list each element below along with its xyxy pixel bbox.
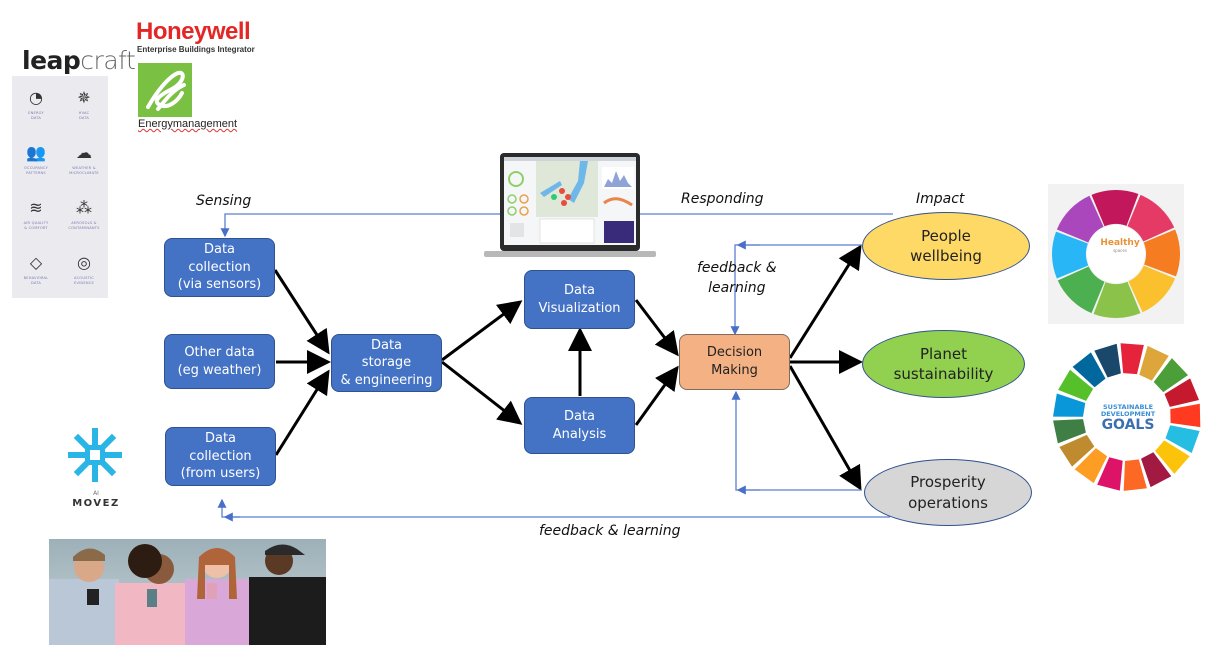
- dashboard-laptop-image: [484, 153, 656, 261]
- sdg-goal-tile: [1053, 419, 1086, 444]
- leapcraft-tile: ✵ HVAC DATA: [60, 76, 108, 130]
- fingerprint-icon: ◎: [77, 253, 91, 272]
- sdg-line2: DEVELOPMENT: [1100, 409, 1156, 418]
- feedback-prosperity-line: [731, 390, 862, 491]
- leapcraft-tile: ☁ WEATHER & MICROCLIMATE: [60, 131, 108, 185]
- particles-icon: ⁂: [76, 198, 92, 217]
- leapcraft-tile-label: BEHAVIORAL DATA: [23, 276, 49, 285]
- wellbeing-segment: [1057, 266, 1105, 314]
- movez-logo: AI MOVEZ: [56, 420, 136, 520]
- energymanagement-label: Energymanagement: [138, 118, 238, 130]
- leapcraft-tile: ≋ AIR QUALITY & COMFORT: [12, 186, 60, 240]
- node-data-analysis[interactable]: Data Analysis: [524, 397, 635, 454]
- sdg-goal-tile: [1123, 459, 1147, 491]
- wellbeing-segment: [1052, 231, 1089, 279]
- leapcraft-tile: 👥 OCCUPANCY PATTERNS: [12, 131, 60, 185]
- sdg-goal-tile: [1120, 343, 1144, 375]
- users-with-phones-photo: [49, 539, 326, 645]
- sdg-goal-tile: [1164, 378, 1200, 407]
- arrow-sensors-to-storage: [273, 269, 330, 355]
- arrow-visualization-to-decision: [634, 299, 679, 357]
- node-decision-making[interactable]: Decision Making: [679, 334, 790, 390]
- sdg-line3: GOALS: [1101, 416, 1155, 433]
- wellbeing-segment: [1056, 195, 1104, 243]
- script-e-icon: [146, 70, 186, 111]
- sdg-goal-tile: [1097, 457, 1123, 491]
- sdg-goal-tile: [1170, 403, 1201, 428]
- honeywell-logo: Honeywell: [136, 18, 251, 45]
- impact-label: Impact: [916, 191, 965, 207]
- energymanagement-logo: [138, 63, 192, 117]
- sdg-goal-tile: [1058, 369, 1094, 401]
- leapcraft-sensor-panel: ◔ ENERGY DATA ✵ HVAC DATA 👥 OCCUPANCY PATTERN…: [12, 76, 108, 298]
- sdg-goal-tile: [1053, 393, 1086, 417]
- healthy-logo-text: Healthy: [1100, 238, 1140, 248]
- movez-name: MOVEZ: [72, 498, 120, 509]
- cloud-icon: ☁: [76, 143, 92, 162]
- impact-planet-sustainability[interactable]: Planet sustainability: [862, 330, 1025, 398]
- honeywell-subtitle: Enterprise Buildings Integrator: [137, 45, 255, 54]
- feedback-top-line: [730, 244, 862, 336]
- movez-prefix: AI: [93, 490, 99, 497]
- wellbeing-segment: [1091, 190, 1139, 227]
- healthy-spaces-wheel: Healthy spaces: [1048, 184, 1184, 324]
- node-data-collection-users[interactable]: Data collection (from users): [165, 427, 276, 486]
- node-data-collection-sensors[interactable]: Data collection (via sensors): [164, 238, 275, 297]
- sdg-goal-tile: [1155, 440, 1190, 474]
- sdg-goal-tile: [1141, 452, 1172, 488]
- sdg-goal-tile: [1153, 358, 1189, 393]
- sensing-label: Sensing: [196, 193, 252, 209]
- leapcraft-tile-label: AIR QUALITY & COMFORT: [23, 221, 49, 230]
- gauge-icon: ◔: [29, 88, 43, 107]
- feedback-learning-top-label: feedback & learning: [697, 260, 777, 297]
- sdg-line1: SUSTAINABLE: [1102, 403, 1154, 411]
- leapcraft-tile: ⁂ AEROSOLS & CONTAMINANTS: [60, 186, 108, 240]
- healthy-logo-sub: spaces: [1113, 248, 1127, 253]
- wellbeing-segment: [1093, 281, 1141, 318]
- feedback-bottom-line: [217, 498, 890, 518]
- wind-icon: ≋: [29, 198, 43, 217]
- leapcraft-tile-label: HVAC DATA: [78, 111, 90, 120]
- leapcraft-tile: ◇ BEHAVIORAL DATA: [12, 241, 60, 295]
- arrow-storage-to-visualization: [441, 300, 523, 362]
- leapcraft-tile: ◎ ACOUSTIC EVIDENCE: [60, 241, 108, 295]
- node-data-visualization[interactable]: Data Visualization: [524, 270, 635, 329]
- arrow-users-to-storage: [274, 369, 330, 456]
- sdg-goal-tile: [1165, 425, 1200, 453]
- leapcraft-tile-label: WEATHER & MICROCLIMATE: [69, 166, 99, 175]
- leapcraft-logo: leapcraft: [22, 46, 136, 75]
- node-other-data[interactable]: Other data (eg weather): [164, 334, 275, 389]
- sdg-wheel: SUSTAINABLE DEVELOPMENT GOALS: [1050, 340, 1204, 495]
- leapcraft-tile: ◔ ENERGY DATA: [12, 76, 60, 130]
- responding-line: [220, 213, 893, 238]
- wellbeing-segment: [1128, 265, 1176, 313]
- impact-prosperity-operations[interactable]: Prosperity operations: [864, 459, 1032, 526]
- leapcraft-tile-label: ACOUSTIC EVIDENCE: [73, 276, 94, 285]
- wellbeing-segment: [1143, 229, 1180, 277]
- feedback-learning-bottom-label: feedback & learning: [539, 523, 681, 539]
- hvac-icon: ✵: [77, 88, 91, 107]
- diamond-icon: ◇: [29, 253, 43, 272]
- movez-snowflake-icon: [68, 428, 122, 482]
- people-icon: 👥: [26, 143, 46, 162]
- impact-people-wellbeing[interactable]: People wellbeing: [862, 212, 1030, 280]
- arrow-storage-to-analysis: [441, 360, 523, 425]
- wellbeing-segment: [1127, 194, 1175, 242]
- sdg-goal-tile: [1072, 352, 1106, 388]
- leapcraft-tile-label: AEROSOLS & CONTAMINANTS: [68, 221, 100, 230]
- arrow-decision-to-people: [788, 244, 862, 359]
- leapcraft-tile-label: ENERGY DATA: [28, 111, 44, 120]
- arrow-decision-to-prosperity: [788, 365, 862, 491]
- sdg-goal-tile: [1074, 448, 1108, 484]
- arrow-analysis-to-decision: [634, 365, 679, 426]
- sdg-goal-tile: [1139, 345, 1169, 381]
- sdg-goal-tile: [1094, 343, 1121, 378]
- sdg-goal-tile: [1059, 434, 1095, 467]
- responding-label: Responding: [681, 191, 764, 207]
- wheel-center: [1087, 225, 1145, 283]
- node-data-storage[interactable]: Data storage & engineering: [331, 334, 442, 392]
- leapcraft-tile-label: OCCUPANCY PATTERNS: [23, 166, 48, 175]
